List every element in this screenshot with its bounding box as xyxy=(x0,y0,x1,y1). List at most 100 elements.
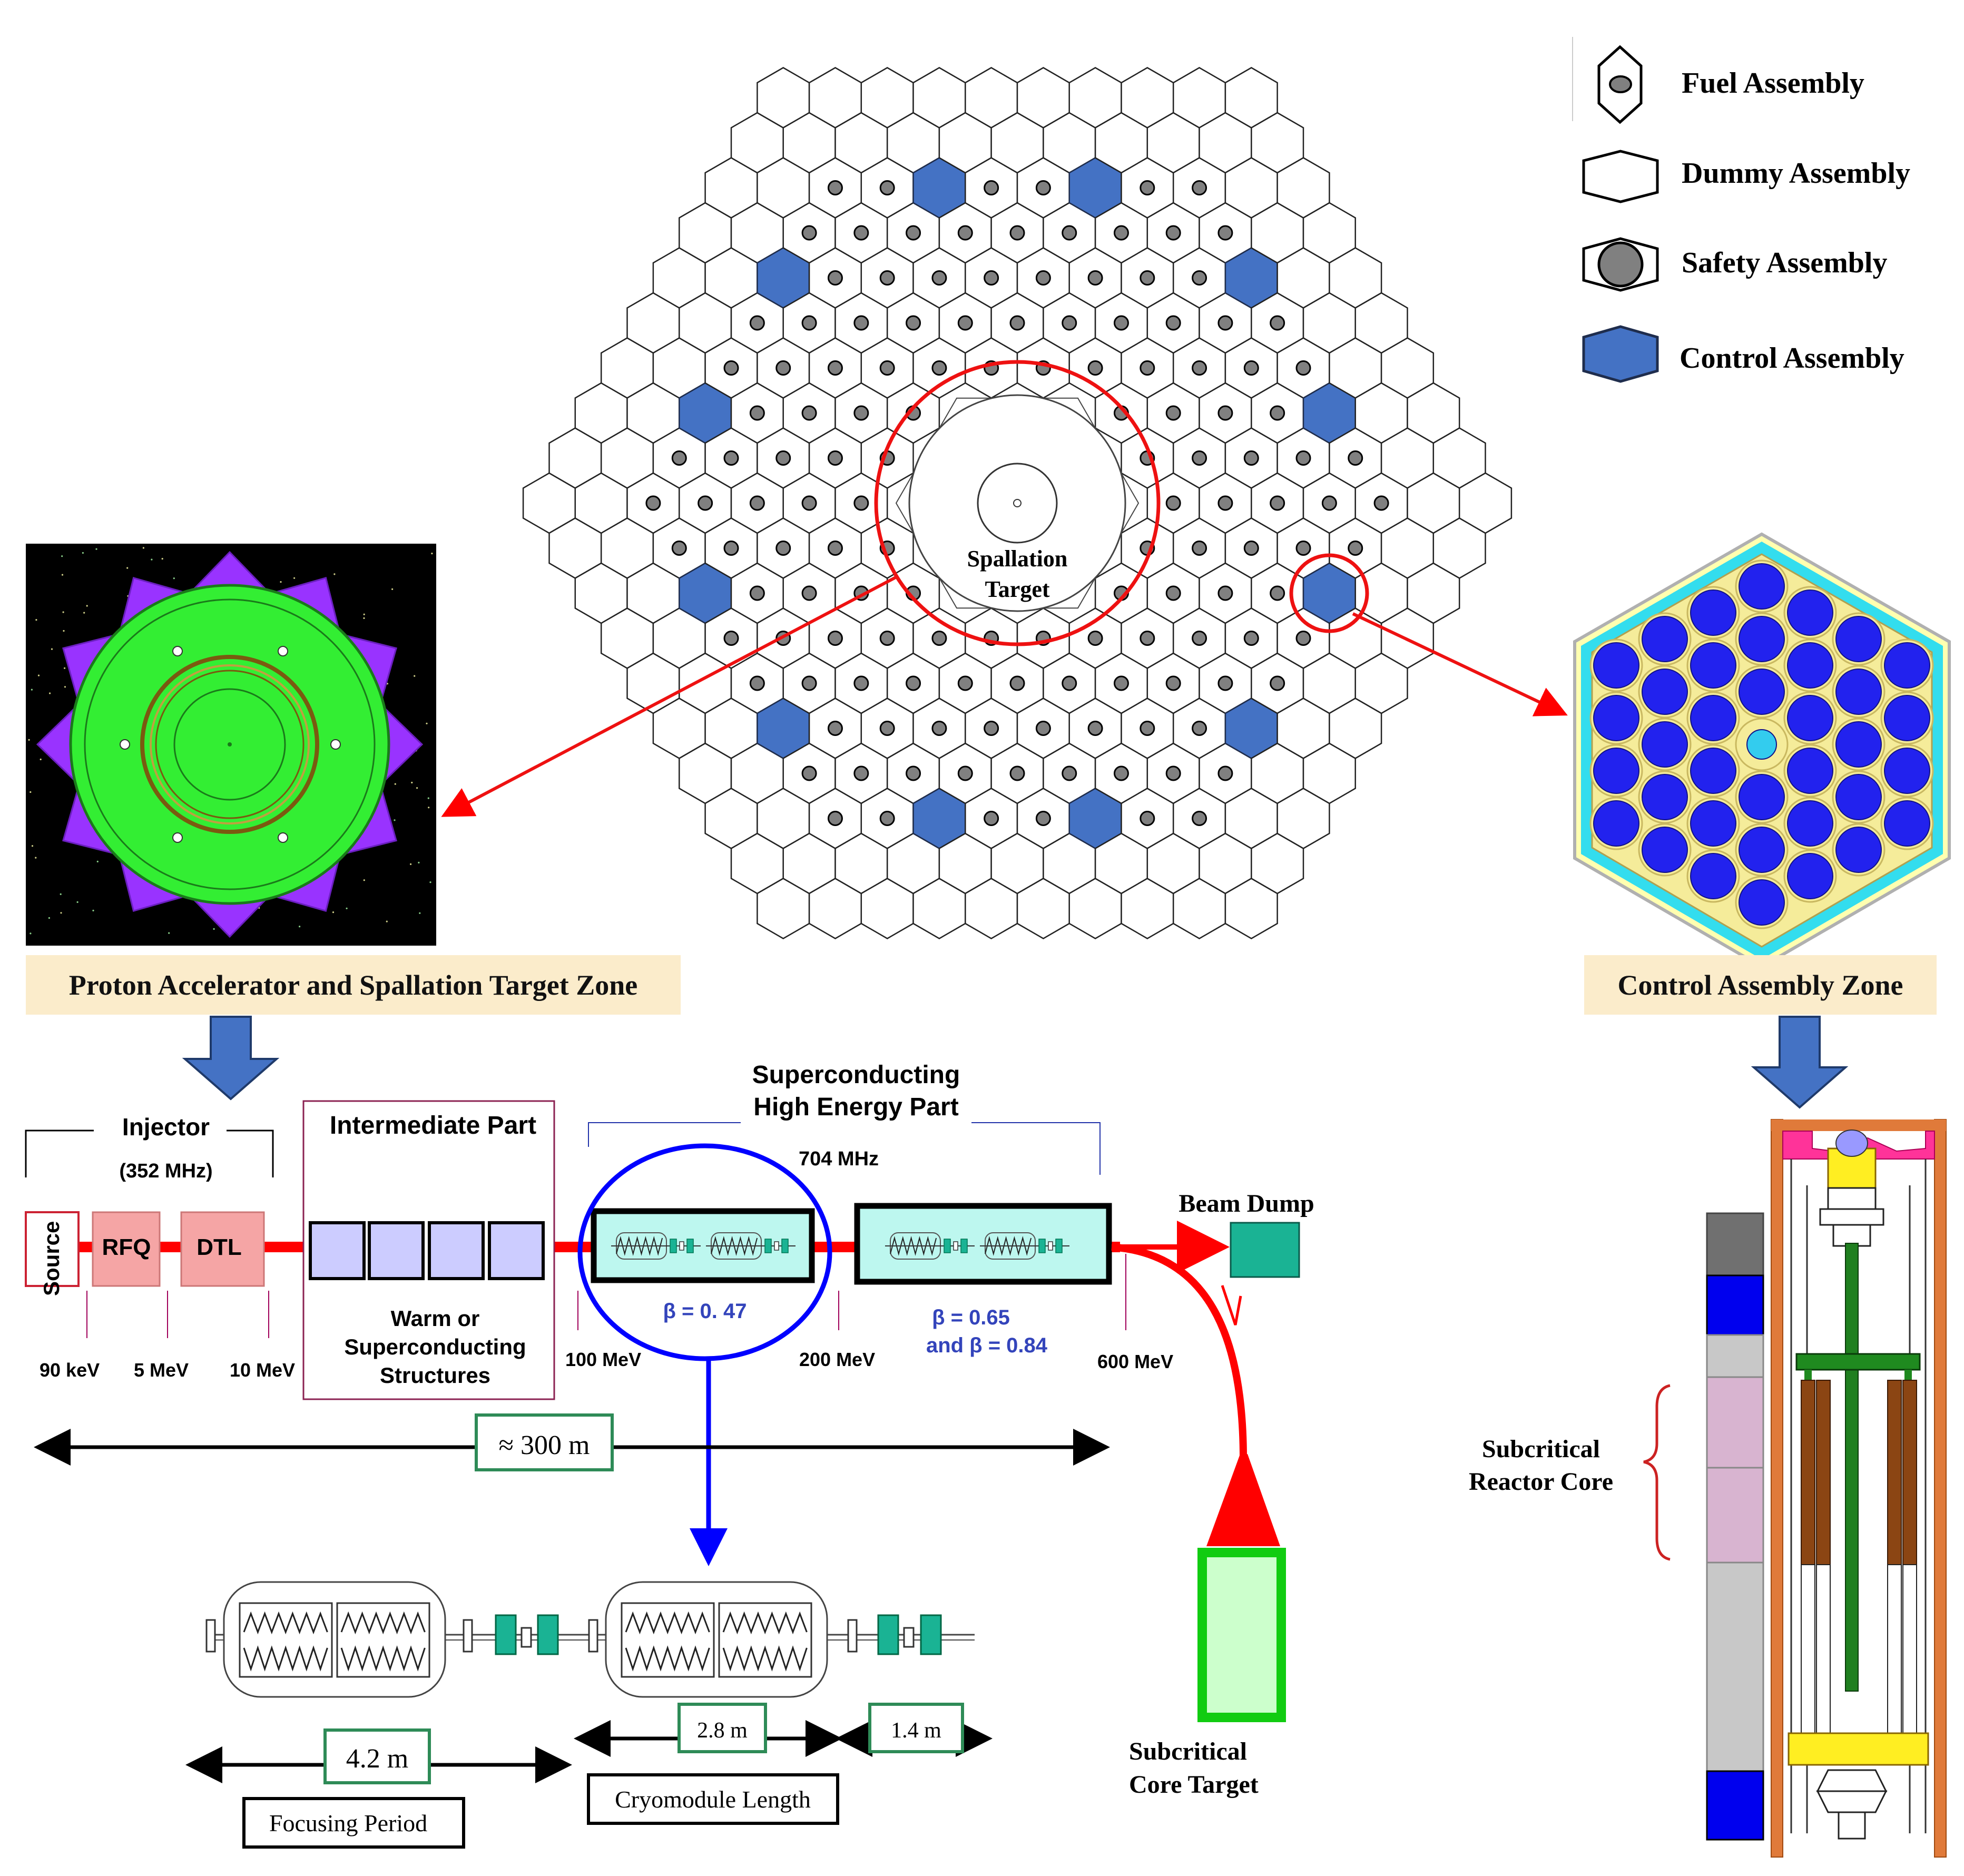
beam-spread xyxy=(1206,1454,1280,1546)
injector-freq-label: (352 MHz) xyxy=(119,1160,212,1182)
quadrupole xyxy=(537,1614,559,1655)
spallation-target: Spallation Target xyxy=(908,394,1126,612)
linac-layout: Injector (352 MHz) Source RFQ DTL 90 keV… xyxy=(25,1061,1314,1799)
central-tube xyxy=(1746,729,1777,760)
absorber-pin xyxy=(1787,642,1833,689)
spallation-target-label-2: Target xyxy=(985,576,1049,602)
target-pointer-arrow xyxy=(441,575,898,817)
legend-control: Control Assembly xyxy=(1582,325,1904,383)
absorber-pin xyxy=(1787,800,1833,847)
energy-90kev: 90 keV xyxy=(40,1359,100,1381)
quadrupole xyxy=(920,1614,942,1655)
absorber-pin xyxy=(1739,879,1785,926)
proton-zone-label: Proton Accelerator and Spallation Target… xyxy=(26,955,681,1015)
focusing-period-label: Focusing Period xyxy=(269,1810,427,1836)
dummy-assembly xyxy=(1458,472,1513,534)
energy-10mev: 10 MeV xyxy=(230,1359,295,1381)
absorber-pin xyxy=(1642,616,1688,662)
absorber-pin xyxy=(1884,800,1930,847)
beam-dump-block xyxy=(1230,1222,1300,1278)
dtl-label: DTL xyxy=(197,1234,242,1260)
cryomodule-zoom-circle xyxy=(577,1143,832,1361)
reactor-core-label-2: Reactor Core xyxy=(1469,1468,1613,1496)
absorber-pin xyxy=(1690,748,1736,794)
fuel-pin-icon xyxy=(1609,75,1632,93)
absorber-pin xyxy=(1787,590,1833,636)
dummy-hex-icon xyxy=(1582,150,1659,203)
absorber-pin xyxy=(1690,800,1736,847)
quadrupole xyxy=(877,1614,899,1655)
legend-fuel: Fuel Assembly xyxy=(1597,45,1864,124)
beam-bend xyxy=(1111,1243,1247,1460)
source-block xyxy=(25,1211,80,1287)
cavity-block xyxy=(428,1221,485,1280)
absorber-pin xyxy=(1884,642,1930,689)
reactor-vessel-section: Subcritical Reactor Core xyxy=(1469,1119,1947,1858)
absorber-pin xyxy=(1787,853,1833,899)
absorber-pin xyxy=(1739,774,1785,820)
beam-dump-label: Beam Dump xyxy=(1179,1190,1314,1217)
energy-200mev: 200 MeV xyxy=(799,1349,875,1370)
control-pointer-arrow xyxy=(1352,612,1568,716)
sc-label-2: High Energy Part xyxy=(753,1093,958,1121)
beta-065-label: β = 0.65 xyxy=(932,1306,1010,1329)
absorber-pin xyxy=(1835,827,1882,873)
legend-fuel-label: Fuel Assembly xyxy=(1682,67,1864,100)
absorber-pin xyxy=(1739,669,1785,715)
cryo-length-label: 2.8 m xyxy=(697,1718,748,1743)
cryomodule-beta-065-084 xyxy=(854,1203,1112,1285)
absorber-pin xyxy=(1690,590,1736,636)
legend-safety-label: Safety Assembly xyxy=(1682,247,1887,279)
sc-freq-label: 704 MHz xyxy=(799,1148,879,1170)
focus-length-label: 4.2 m xyxy=(346,1744,408,1774)
absorber-pin xyxy=(1642,827,1688,873)
target-label-1: Subcritical xyxy=(1129,1737,1247,1765)
target-highlight-circle xyxy=(874,360,1161,646)
absorber-pin xyxy=(1642,774,1688,820)
legend-dummy-label: Dummy Assembly xyxy=(1682,157,1910,190)
absorber-pin xyxy=(1787,695,1833,741)
energy-100mev: 100 MeV xyxy=(565,1349,641,1370)
absorber-pin xyxy=(1835,616,1882,662)
cryomodule-detail xyxy=(205,1581,975,1698)
sc-label-1: Superconducting xyxy=(752,1061,960,1089)
warm-label-3: Structures xyxy=(380,1363,490,1388)
absorber-pin xyxy=(1642,669,1688,715)
energy-5mev: 5 MeV xyxy=(134,1359,189,1381)
legend-control-label: Control Assembly xyxy=(1680,342,1904,375)
cavity-block xyxy=(309,1221,366,1280)
control-hex-icon xyxy=(1582,325,1659,383)
target-label-2: Core Target xyxy=(1129,1771,1259,1799)
absorber-pin xyxy=(1593,642,1639,689)
absorber-pin xyxy=(1835,669,1882,715)
gap-length-label: 1.4 m xyxy=(891,1718,941,1743)
beta-047-label: β = 0. 47 xyxy=(663,1300,747,1323)
cryo-dimensions: 4.2 m 2.8 m 1.4 m Focusing Period Cryomo… xyxy=(185,1703,993,1849)
control-highlight-circle xyxy=(1289,553,1369,633)
intermediate-part-label: Intermediate Part xyxy=(330,1112,536,1140)
subcritical-core-target-block xyxy=(1197,1548,1286,1722)
control-zone-label: Control Assembly Zone xyxy=(1584,955,1937,1015)
absorber-pin xyxy=(1787,748,1833,794)
quadrupole xyxy=(495,1614,517,1655)
absorber-pin xyxy=(1593,748,1639,794)
rfq-label: RFQ xyxy=(102,1234,151,1260)
injector-label: Injector xyxy=(122,1113,210,1141)
absorber-pin xyxy=(1739,616,1785,662)
spallation-target-cross-section xyxy=(26,544,436,946)
cavity-block xyxy=(488,1221,545,1280)
reactor-core-map xyxy=(522,67,1513,939)
absorber-pin xyxy=(1835,721,1882,768)
spallation-target-label-1: Spallation xyxy=(967,546,1068,572)
absorber-pin xyxy=(1593,695,1639,741)
legend: Fuel Assembly Dummy Assembly Safety Asse… xyxy=(1572,37,1910,383)
length-label: ≈ 300 m xyxy=(499,1430,590,1460)
beta-084-label: and β = 0.84 xyxy=(926,1334,1048,1357)
absorber-pin xyxy=(1642,721,1688,768)
dtl-block xyxy=(180,1211,265,1287)
absorber-pin xyxy=(1739,827,1785,873)
legend-safety: Safety Assembly xyxy=(1582,237,1887,292)
reactor-core-label-1: Subcritical xyxy=(1482,1435,1600,1463)
absorber-pin xyxy=(1739,563,1785,610)
